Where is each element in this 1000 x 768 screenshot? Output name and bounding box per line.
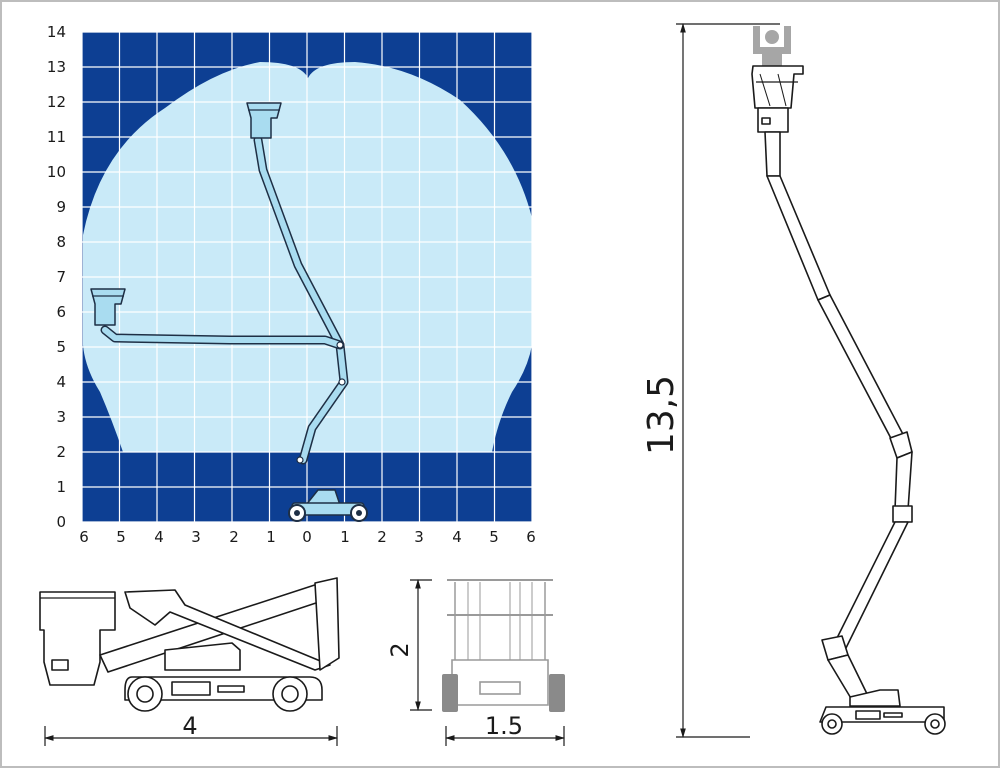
x-tick-left-1: 1 (266, 528, 276, 546)
x-tick-left-4: 4 (154, 528, 164, 546)
extended-side-view: 13,5 (641, 23, 946, 738)
x-tick-right-2: 2 (377, 528, 387, 546)
y-tick-7: 7 (56, 268, 66, 286)
working-height-label: 13,5 (641, 375, 682, 455)
length-label: 4 (182, 712, 197, 740)
y-tick-3: 3 (56, 408, 66, 426)
width-label: 1.5 (485, 712, 523, 740)
x-tick-right-5: 5 (489, 528, 499, 546)
y-tick-8: 8 (56, 233, 66, 251)
person-icon (753, 26, 791, 67)
front-view: 2 1.5 (386, 579, 565, 746)
x-tick-left-6: 6 (79, 528, 89, 546)
y-tick-1: 1 (56, 478, 66, 496)
x-tick-right-3: 3 (414, 528, 424, 546)
y-axis-ticks: 0 1 2 3 4 5 6 7 8 9 10 11 12 13 14 (47, 23, 66, 531)
chassis-blue (288, 489, 368, 522)
y-tick-2: 2 (56, 443, 66, 461)
x-tick-left-3: 3 (191, 528, 201, 546)
y-tick-0: 0 (56, 513, 66, 531)
lower-boom (834, 521, 909, 651)
basket-upper (246, 102, 282, 139)
right-wheel (549, 674, 565, 712)
y-tick-14: 14 (47, 23, 66, 41)
stowed-basket (39, 591, 116, 686)
height-label: 2 (386, 642, 414, 657)
working-range-diagram: 0 1 2 3 4 5 6 7 8 9 10 11 12 13 14 6 5 4… (47, 23, 536, 546)
x-tick-left-5: 5 (116, 528, 126, 546)
boom-horizontal-position (90, 288, 346, 464)
x-tick-right-6: 6 (526, 528, 536, 546)
y-tick-9: 9 (56, 198, 66, 216)
y-tick-10: 10 (47, 163, 66, 181)
stowed-lower-arm (124, 589, 331, 671)
y-tick-12: 12 (47, 93, 66, 111)
basket-outreach (90, 288, 126, 326)
y-tick-4: 4 (56, 373, 66, 391)
x-tick-right-4: 4 (452, 528, 462, 546)
x-tick-right-1: 1 (340, 528, 350, 546)
upper-boom (817, 294, 907, 447)
y-tick-5: 5 (56, 338, 66, 356)
x-tick-left-2: 2 (229, 528, 239, 546)
y-tick-6: 6 (56, 303, 66, 321)
x-axis-ticks: 6 5 4 3 2 1 0 1 2 3 4 5 6 (79, 528, 536, 546)
y-tick-13: 13 (47, 58, 66, 76)
left-wheel (442, 674, 458, 712)
x-tick-0: 0 (302, 528, 312, 546)
y-tick-11: 11 (47, 128, 66, 146)
extended-basket (751, 65, 804, 109)
stowed-side-view: 4 (39, 577, 340, 746)
